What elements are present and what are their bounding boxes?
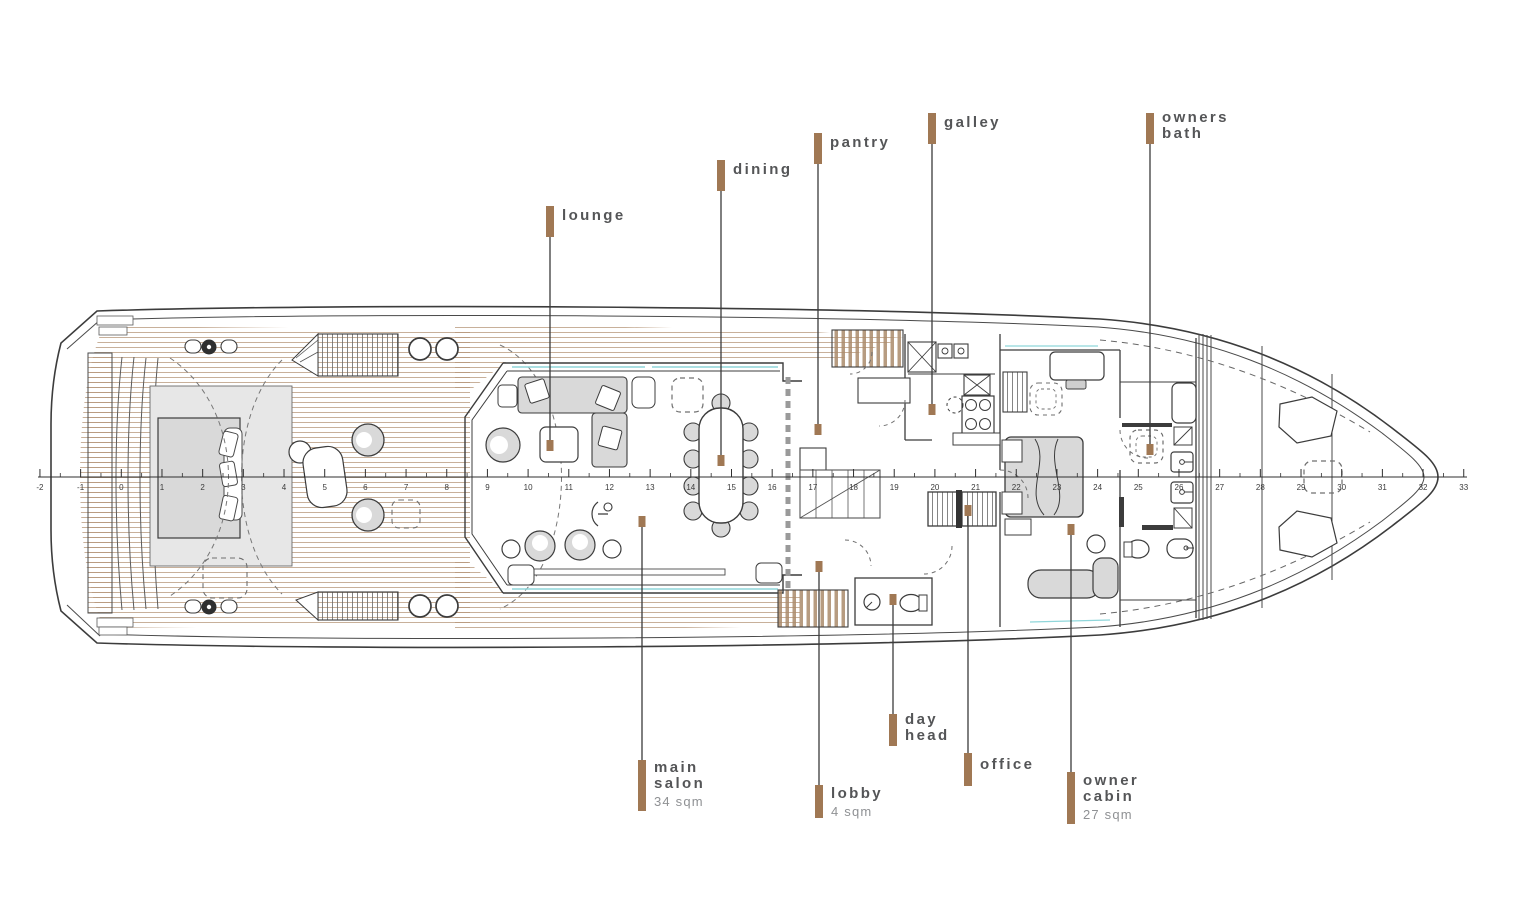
leader-marker-owner-cabin <box>1067 524 1075 535</box>
leader-marker-galley <box>928 404 936 415</box>
cleat <box>184 339 238 355</box>
ruler-number: 15 <box>727 483 736 492</box>
leader-marker-pantry <box>814 424 822 435</box>
ruler-number: 7 <box>404 483 409 492</box>
midship <box>777 329 1028 628</box>
ruler-number: 30 <box>1337 483 1346 492</box>
owner-sofa <box>1027 569 1101 599</box>
leader-marker-office <box>964 505 972 516</box>
deck-hatch <box>435 337 459 361</box>
ruler-number: 14 <box>686 483 695 492</box>
aft-stairs-bottom <box>295 591 399 622</box>
coffee-table <box>539 426 579 463</box>
ruler-number: 21 <box>971 483 980 492</box>
leader-marker-lobby <box>815 561 823 572</box>
pantry-counter <box>857 377 911 404</box>
salon-sofa <box>497 376 656 468</box>
ruler-number: 3 <box>241 483 246 492</box>
ruler-number: 28 <box>1256 483 1265 492</box>
ruler-number: 6 <box>363 483 368 492</box>
ruler-number: 23 <box>1052 483 1061 492</box>
ruler-number: 18 <box>849 483 858 492</box>
louvre-cabinet <box>1002 371 1028 413</box>
side-stairs-top <box>831 329 904 368</box>
aft-stairs-top <box>291 332 399 377</box>
ruler-number: 4 <box>282 483 287 492</box>
ruler-number: 12 <box>605 483 614 492</box>
ruler-number: 32 <box>1419 483 1428 492</box>
ruler-number: 2 <box>200 483 205 492</box>
leader-marker-main-salon <box>638 516 646 527</box>
ruler-number: 24 <box>1093 483 1102 492</box>
deck-hatch <box>435 594 459 618</box>
ruler-number: -1 <box>77 483 85 492</box>
ruler-number: 17 <box>808 483 817 492</box>
main-salon <box>464 362 802 594</box>
salon-chairs <box>501 529 622 562</box>
ruler-number: 10 <box>524 483 533 492</box>
ruler-number: 19 <box>890 483 899 492</box>
ruler-number: 5 <box>322 483 327 492</box>
ruler-number: 13 <box>646 483 655 492</box>
ruler-number: 26 <box>1175 483 1184 492</box>
ruler-number: 29 <box>1297 483 1306 492</box>
ruler-number: 0 <box>119 483 124 492</box>
ruler-number: 25 <box>1134 483 1143 492</box>
foredeck <box>1099 334 1371 620</box>
stairs-down <box>927 490 997 528</box>
bow-hatch <box>1278 510 1338 558</box>
ruler-number: 9 <box>485 483 490 492</box>
glass-window <box>1029 619 1111 623</box>
tv-cabinet <box>1049 351 1105 381</box>
ruler-number: 33 <box>1459 483 1468 492</box>
side-stairs-bottom <box>777 589 849 628</box>
ruler-number: 16 <box>768 483 777 492</box>
aft-deck <box>87 315 562 636</box>
deck-hatch <box>408 594 432 618</box>
leader-marker-dining <box>717 455 725 466</box>
leader-lines <box>546 143 1154 785</box>
shower <box>1129 429 1164 464</box>
leader-marker-lounge <box>546 440 554 451</box>
ruler-number: 11 <box>565 483 574 492</box>
ruler-number: 1 <box>160 483 165 492</box>
transom-steps <box>87 352 113 614</box>
owners-bath <box>1119 338 1197 627</box>
ruler-number: 20 <box>930 483 939 492</box>
stairs-up <box>799 469 881 519</box>
ruler-number: 27 <box>1215 483 1224 492</box>
bow-hatch <box>1278 396 1338 444</box>
ruler-number: 31 <box>1378 483 1387 492</box>
ruler-number: -2 <box>36 483 44 492</box>
aft-chairs <box>351 423 421 532</box>
cleat <box>184 599 238 615</box>
ruler-number: 8 <box>445 483 450 492</box>
deck-hatch <box>408 337 432 361</box>
leader-marker-owners-bath <box>1146 444 1154 455</box>
leader-marker-day-head <box>889 594 897 605</box>
ruler-number: 22 <box>1012 483 1021 492</box>
